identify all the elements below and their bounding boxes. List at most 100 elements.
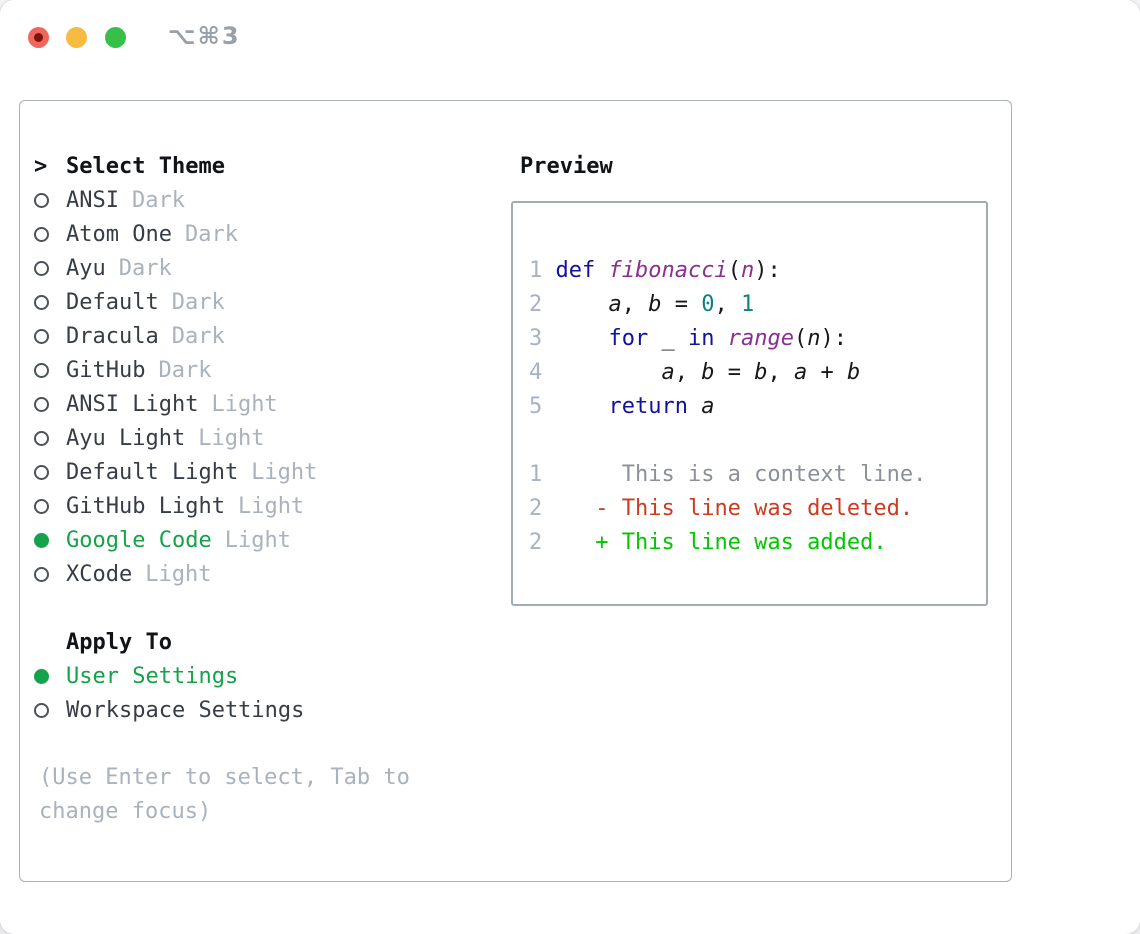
select-theme-header: > Select Theme [34,149,474,183]
blank-line [529,424,986,458]
radio-icon [34,260,49,276]
close-button[interactable] [27,26,49,48]
right-column: Preview 1 def fibonacci(n):2 a, b = 0, 1… [501,149,1001,606]
diff-added-line: 2 + This line was added. [529,526,986,560]
select-theme-title: Select Theme [66,153,225,179]
radio-selected-icon [34,668,49,684]
help-text: (Use Enter to select, Tab to change focu… [39,765,410,824]
option-label: Default Light [66,459,239,485]
radio-icon [34,362,49,378]
variant-tag: Light [224,527,291,553]
theme-option-xcode[interactable]: XCode Light [34,557,474,591]
code-token: in [687,326,715,351]
theme-option-google-code[interactable]: Google Code Light [34,523,474,557]
code-token: This is a context line. [542,462,927,487]
option-label: ANSI Light [66,391,199,417]
diff-context-line: 1 This is a context line. [529,458,986,492]
code-token: - This line was deleted. [595,496,914,521]
code-line: 3 for _ in range(n): [529,322,986,356]
code-token: n [740,258,755,283]
option-label: Ayu Light [66,425,186,451]
code-token: range [727,326,794,351]
radio-icon [34,702,49,718]
code-token [542,360,661,385]
spacer-row [34,591,474,625]
code-token [542,530,595,555]
line-number: 5 [529,394,543,419]
code-line: 1 def fibonacci(n): [529,254,986,288]
variant-tag: Light [211,391,278,417]
option-label: Ayu [66,255,106,281]
apply-option-workspace-settings[interactable]: Workspace Settings [34,693,474,727]
code-token: n [807,326,821,351]
option-label: GitHub Light [66,493,225,519]
code-token: a [608,292,622,317]
option-label: ANSI [66,187,119,213]
line-number: 2 [529,292,543,317]
code-token: + [807,360,847,385]
variant-tag: Light [237,493,305,519]
line-number: 2 [529,530,543,555]
radio-icon [34,328,49,344]
code-token: = [714,360,755,385]
code-token [542,258,555,283]
code-token: fibonacci [608,258,728,283]
code-token: b [648,292,662,317]
preview-title: Preview [520,153,613,179]
radio-icon [34,430,49,446]
option-label: Default [66,289,159,315]
option-label: XCode [66,561,133,587]
radio-icon [34,498,49,514]
code-line: 2 a, b = 0, 1 [529,288,986,322]
variant-tag: Light [145,561,212,587]
theme-option-github-light[interactable]: GitHub Light Light [34,489,474,523]
code-token: ( [793,326,808,351]
minimize-button[interactable] [65,26,87,48]
code-token: ): [754,258,781,283]
code-token [542,292,608,317]
code-token: , [674,360,702,385]
radio-icon [34,226,49,242]
code-token: def [555,258,596,283]
close-button-dot-icon [33,32,43,42]
option-label: Google Code [66,527,212,553]
theme-option-dracula[interactable]: Dracula Dark [34,319,474,353]
radio-selected-icon [34,532,49,548]
radio-icon [34,396,49,412]
code-token: return [608,394,688,419]
apply-to-title: Apply To [66,629,172,655]
spacer-row [34,727,474,761]
apply-to-header: Apply To [34,625,474,659]
option-label: User Settings [66,663,239,689]
code-token: _ [648,326,688,351]
line-number: 1 [529,462,543,487]
code-token: , [621,292,649,317]
variant-tag: Dark [158,357,212,383]
code-token: , [767,360,794,385]
variant-tag: Dark [171,323,225,349]
apply-option-user-settings[interactable]: User Settings [34,659,474,693]
variant-tag: Dark [184,221,238,247]
code-token [595,258,608,283]
code-token: b [846,360,861,385]
code-token: for [608,326,649,351]
radio-icon [34,192,49,208]
maximize-button[interactable] [104,26,126,48]
radio-icon [34,464,49,480]
theme-option-ansi-light[interactable]: ANSI Light Light [34,387,474,421]
code-token: ): [820,326,847,351]
code-token [542,394,608,419]
code-token [714,326,727,351]
option-label: Dracula [66,323,159,349]
line-number: 2 [529,496,543,521]
